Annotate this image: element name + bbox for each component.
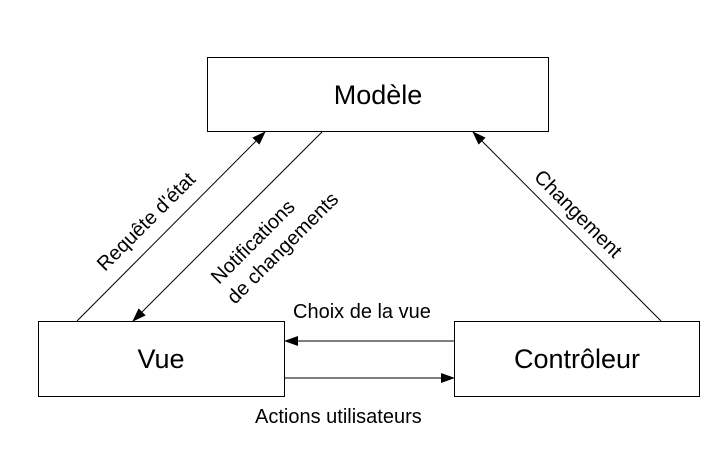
state-request-arrow xyxy=(76,131,266,322)
model-node: Modèle xyxy=(207,57,549,132)
model-label: Modèle xyxy=(334,80,423,110)
model-box xyxy=(207,57,549,132)
controller-node: Contrôleur xyxy=(454,321,700,397)
controller-label: Contrôleur xyxy=(514,344,640,374)
view-box xyxy=(38,321,285,397)
view-choice-label: Choix de la vue xyxy=(293,301,431,323)
notifications-arrow xyxy=(132,131,323,322)
state-request-label: Requête d'état xyxy=(93,168,200,275)
controller-box xyxy=(454,321,700,397)
change-label: Changement xyxy=(529,166,626,263)
view-label: Vue xyxy=(137,344,184,374)
change-arrow xyxy=(472,131,662,322)
view-node: Vue xyxy=(38,321,285,397)
user-actions-label: Actions utilisateurs xyxy=(255,406,422,428)
